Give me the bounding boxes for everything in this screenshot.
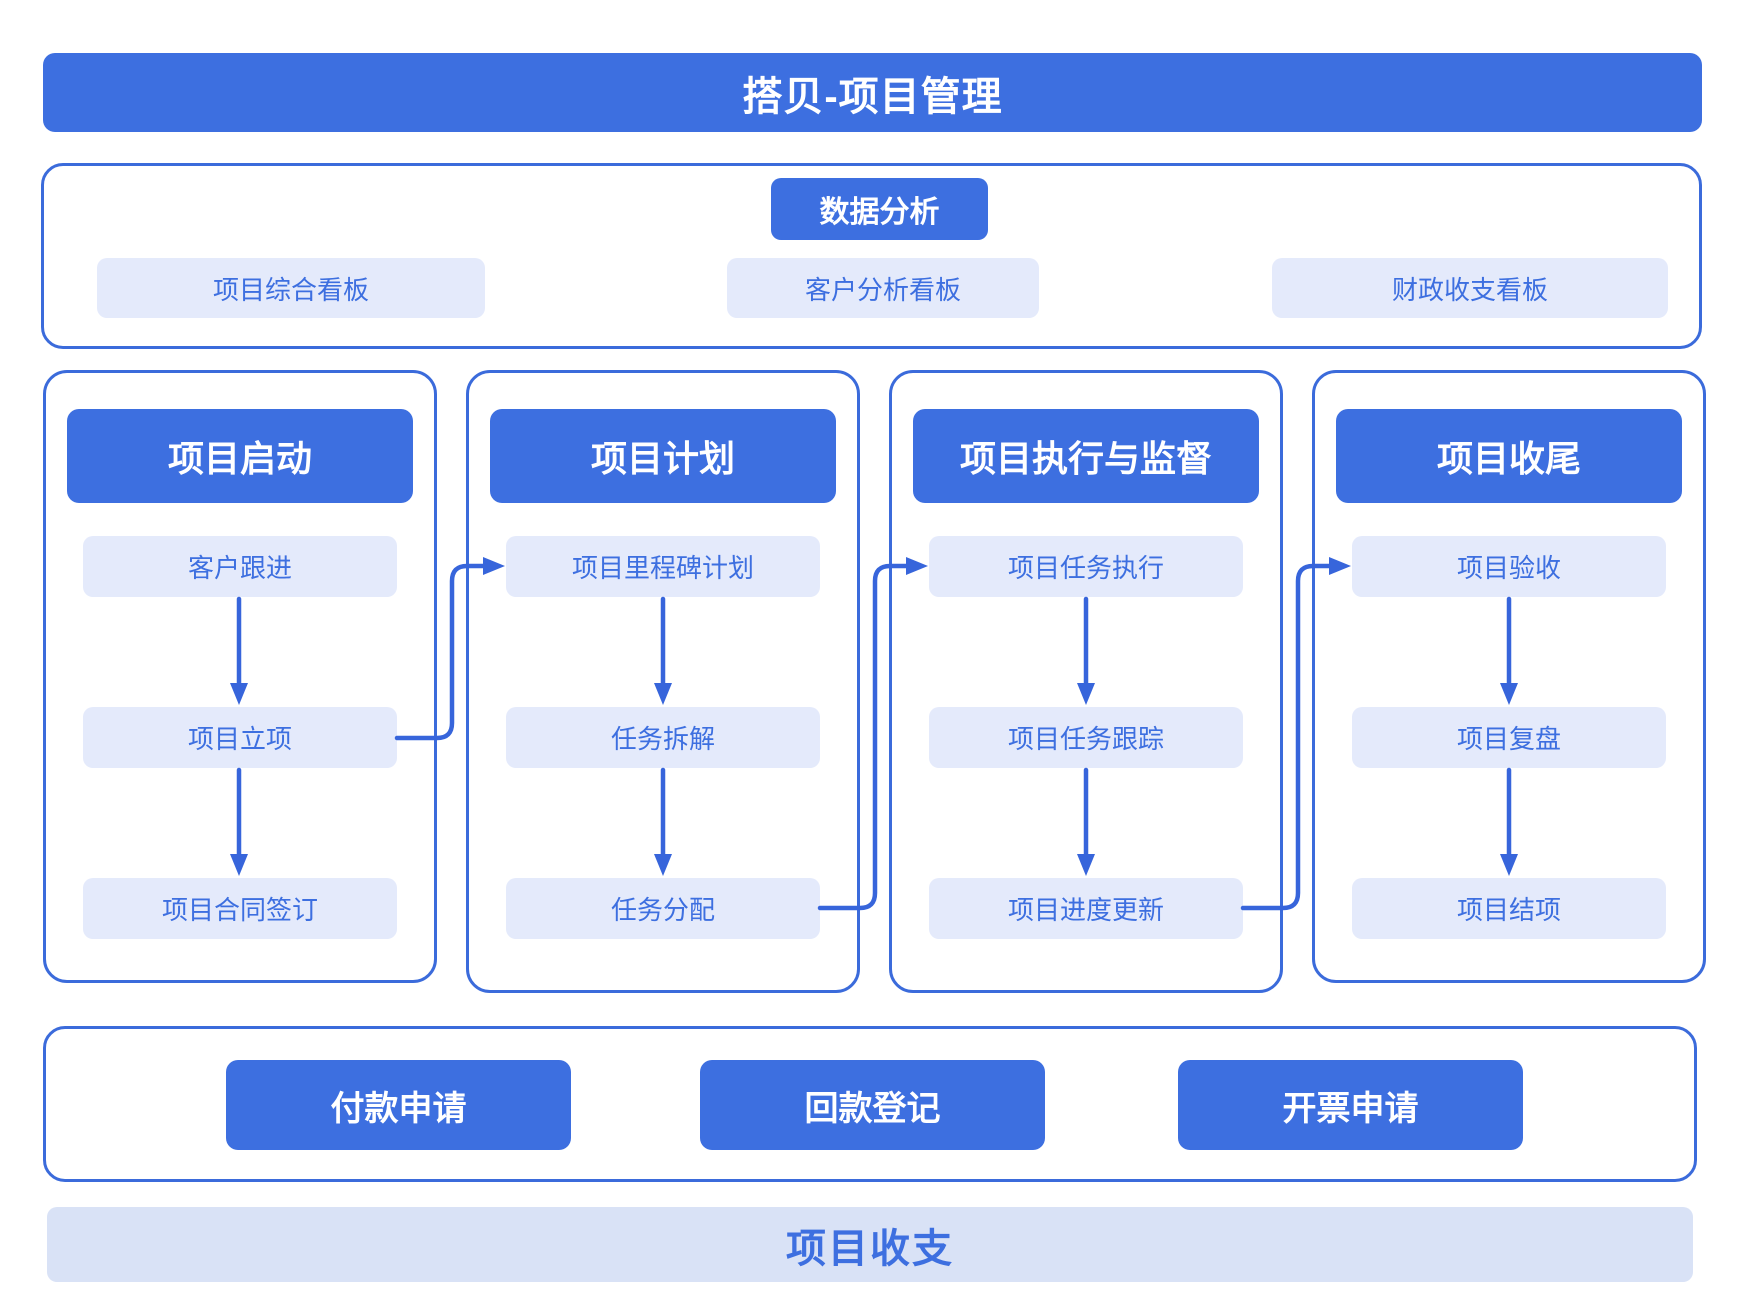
step-pill-label: 项目任务跟踪 (1007, 724, 1164, 754)
footer-bar: 项目收支 (47, 1207, 1693, 1282)
page-title: 搭贝-项目管理 (742, 74, 1003, 119)
data-analysis-header: 数据分析 (771, 178, 988, 240)
step-pill-label: 任务分配 (610, 895, 715, 925)
step-pill-label: 项目进度更新 (1007, 895, 1164, 925)
data-analysis-header-label: 数据分析 (819, 196, 940, 229)
phase-header-initiation: 项目启动 (67, 409, 413, 503)
phase-header-label: 项目计划 (590, 438, 735, 479)
step-pill-progress-update[interactable]: 项目进度更新 (929, 878, 1243, 939)
app-title-banner: 搭贝-项目管理 (43, 53, 1702, 132)
step-pill-task-assignment[interactable]: 任务分配 (506, 878, 820, 939)
finance-button-collection-register[interactable]: 回款登记 (700, 1060, 1045, 1150)
step-pill-milestone-plan[interactable]: 项目里程碑计划 (506, 536, 820, 597)
step-pill-label: 项目立项 (187, 724, 292, 754)
step-pill-task-breakdown[interactable]: 任务拆解 (506, 707, 820, 768)
footer-bar-label: 项目收支 (786, 1226, 954, 1271)
finance-button-invoice-request[interactable]: 开票申请 (1178, 1060, 1523, 1150)
finance-button-label: 回款登记 (804, 1089, 941, 1128)
phase-header-planning: 项目计划 (490, 409, 836, 503)
phase-header-execution: 项目执行与监督 (913, 409, 1259, 503)
step-pill-label: 客户跟进 (187, 553, 292, 583)
finance-button-payment-request[interactable]: 付款申请 (226, 1060, 571, 1150)
finance-button-label: 付款申请 (330, 1089, 467, 1128)
step-pill-task-execution[interactable]: 项目任务执行 (929, 536, 1243, 597)
step-pill-customer-followup[interactable]: 客户跟进 (83, 536, 397, 597)
phase-header-closure: 项目收尾 (1336, 409, 1682, 503)
phase-header-label: 项目执行与监督 (959, 438, 1212, 479)
step-pill-contract-signing[interactable]: 项目合同签订 (83, 878, 397, 939)
step-pill-project-approval[interactable]: 项目立项 (83, 707, 397, 768)
step-pill-task-tracking[interactable]: 项目任务跟踪 (929, 707, 1243, 768)
phase-header-label: 项目启动 (167, 438, 312, 479)
step-pill-label: 任务拆解 (610, 724, 715, 754)
step-pill-project-review[interactable]: 项目复盘 (1352, 707, 1666, 768)
board-pill-label: 项目综合看板 (212, 274, 369, 305)
board-pill-label: 客户分析看板 (804, 274, 961, 305)
board-pill-customer-analysis[interactable]: 客户分析看板 (727, 258, 1039, 318)
step-pill-label: 项目合同签订 (161, 895, 318, 925)
board-pill-label: 财政收支看板 (1391, 274, 1548, 305)
step-pill-label: 项目结项 (1456, 895, 1561, 925)
step-pill-label: 项目里程碑计划 (571, 553, 754, 583)
finance-button-label: 开票申请 (1282, 1089, 1419, 1128)
board-pill-project-overview[interactable]: 项目综合看板 (97, 258, 485, 318)
step-pill-label: 项目任务执行 (1007, 553, 1164, 583)
phase-header-label: 项目收尾 (1436, 438, 1581, 479)
board-pill-finance[interactable]: 财政收支看板 (1272, 258, 1668, 318)
step-pill-project-acceptance[interactable]: 项目验收 (1352, 536, 1666, 597)
step-pill-label: 项目复盘 (1456, 724, 1561, 754)
step-pill-label: 项目验收 (1456, 553, 1561, 583)
step-pill-project-closing[interactable]: 项目结项 (1352, 878, 1666, 939)
